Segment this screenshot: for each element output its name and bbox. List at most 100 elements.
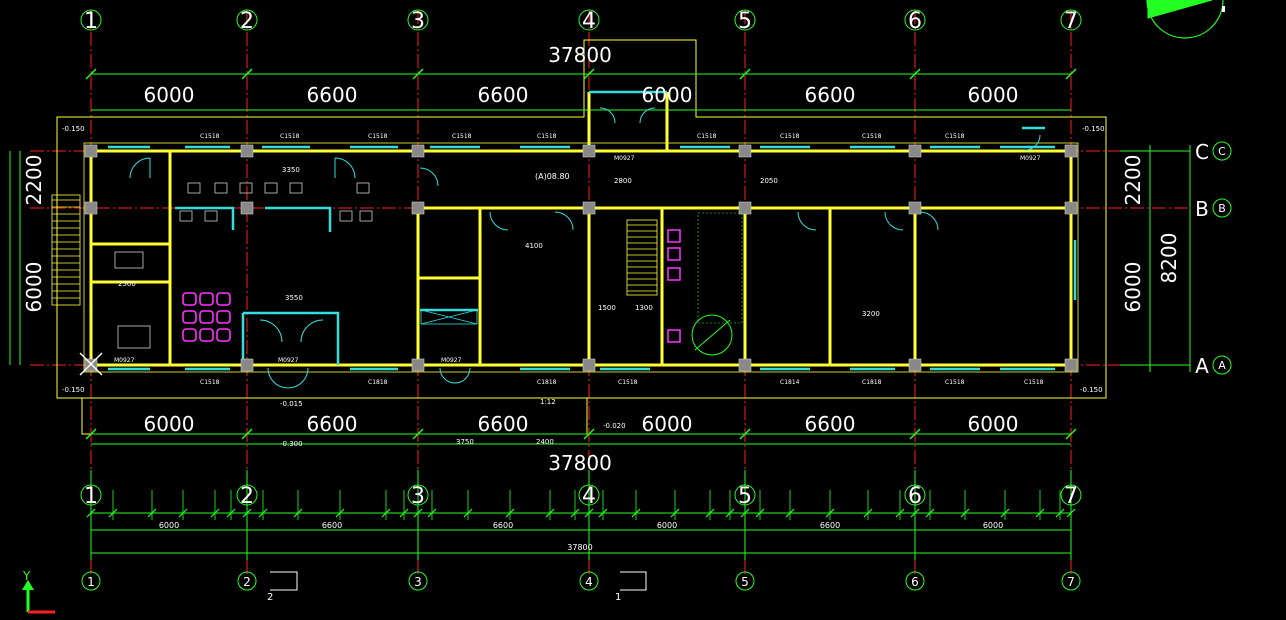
section-label-2: 2 bbox=[267, 592, 273, 603]
axis-bubble-row-label: C bbox=[1218, 145, 1226, 158]
column bbox=[908, 201, 922, 215]
dim-1500: 1500 bbox=[598, 304, 616, 312]
axis-bubble-row bbox=[1212, 355, 1232, 375]
door-code-5: M0927 bbox=[1020, 155, 1041, 162]
axis-mid-7: 7 bbox=[1064, 484, 1078, 509]
axis-bubble-mid bbox=[578, 484, 600, 506]
window-code-11: C1818 bbox=[368, 379, 388, 386]
window-code-9: C1518 bbox=[945, 133, 965, 140]
depth-dim-rooms: 6000 bbox=[1121, 262, 1145, 313]
bay-dim-bottom-6: 6000 bbox=[968, 412, 1019, 436]
column bbox=[1064, 144, 1078, 158]
section-markers bbox=[270, 571, 647, 591]
section-label-1: 1 bbox=[615, 592, 621, 603]
axis-bubble bbox=[905, 571, 925, 591]
left-depth-corridor: 2200 bbox=[22, 155, 46, 206]
window-code-5: C1518 bbox=[537, 133, 557, 140]
bay-dim-bottom-1: 6000 bbox=[144, 412, 195, 436]
elev-6: -0.300 bbox=[280, 440, 303, 448]
bay-dim-bottom-4: 6000 bbox=[642, 412, 693, 436]
column bbox=[240, 358, 254, 372]
dim-1300: 1300 bbox=[635, 304, 653, 312]
elev-3: -0.150 bbox=[62, 386, 85, 394]
axis-top-7: 7 bbox=[1064, 9, 1078, 34]
window-code-10: C1518 bbox=[200, 379, 220, 386]
door-code-4: M0927 bbox=[614, 155, 635, 162]
depth-dim-corridor: 2200 bbox=[1121, 155, 1145, 206]
slope-mark: 1:12 bbox=[540, 398, 556, 406]
column bbox=[411, 358, 425, 372]
column bbox=[1064, 358, 1078, 372]
axis-bubble-top bbox=[80, 9, 102, 31]
seat bbox=[216, 292, 231, 306]
axis-bubble-row bbox=[1212, 198, 1232, 218]
window-code-8: C1518 bbox=[862, 133, 882, 140]
axis-bubble-mid bbox=[407, 484, 429, 506]
column bbox=[582, 201, 596, 215]
axis-top-5: 5 bbox=[738, 9, 752, 34]
dim-3750: 3750 bbox=[456, 438, 474, 446]
axis-bubble bbox=[579, 571, 599, 591]
axis-top-2: 2 bbox=[240, 9, 254, 34]
axis-mid-5: 5 bbox=[738, 484, 752, 509]
column bbox=[738, 358, 752, 372]
column bbox=[411, 144, 425, 158]
bay-dim-top-4: 6000 bbox=[642, 83, 693, 107]
bay-dim-top-3: 6600 bbox=[478, 83, 529, 107]
column bbox=[84, 201, 98, 215]
axis-mid-4: 4 bbox=[582, 484, 596, 509]
window-code-1: C1518 bbox=[200, 133, 220, 140]
site-outline bbox=[56, 39, 1107, 435]
overall-dim-top: 37800 bbox=[548, 43, 612, 67]
axis-bubble-mid bbox=[80, 484, 102, 506]
axis-bubble bbox=[81, 571, 101, 591]
dim-2050: 2050 bbox=[760, 177, 778, 185]
elev-4: -0.150 bbox=[1080, 386, 1103, 394]
ucs-y-label: Y bbox=[22, 569, 31, 583]
axis-bubble-top bbox=[1060, 9, 1082, 31]
window-code-15: C1818 bbox=[862, 379, 882, 386]
door-code-3: M0927 bbox=[441, 357, 462, 364]
dim-3200: 3200 bbox=[862, 310, 880, 318]
window-code-6: C1518 bbox=[697, 133, 717, 140]
column bbox=[1064, 201, 1078, 215]
small-dim-3: 6600 bbox=[493, 521, 513, 530]
bay-dim-bottom-5: 6600 bbox=[805, 412, 856, 436]
axis-top-1: 1 bbox=[84, 9, 98, 34]
axis-bubble-mid bbox=[236, 484, 258, 506]
window-code-14: C1814 bbox=[780, 379, 800, 386]
axis-bubble-top bbox=[734, 9, 756, 31]
axis-bubble bbox=[237, 571, 257, 591]
structural-columns bbox=[84, 144, 1078, 372]
small-dim-1: 6000 bbox=[159, 521, 179, 530]
window-code-7: C1518 bbox=[780, 133, 800, 140]
axis-top-3: 3 bbox=[411, 9, 425, 34]
text-layer: 37800 37800 6000 6600 6600 6000 6600 600… bbox=[22, 9, 1209, 603]
stairs bbox=[51, 194, 658, 306]
bay-dim-bottom-3: 6600 bbox=[478, 412, 529, 436]
entrance-marker bbox=[79, 352, 103, 376]
seat bbox=[199, 328, 214, 342]
elev-5: -0.015 bbox=[280, 400, 303, 408]
level-mark: (A)08.80 bbox=[535, 172, 570, 181]
seat bbox=[182, 328, 197, 342]
windows bbox=[108, 90, 1077, 371]
axis-bubble bbox=[735, 571, 755, 591]
column bbox=[738, 144, 752, 158]
door-swings bbox=[129, 107, 1041, 389]
window-code-13: C1518 bbox=[618, 379, 638, 386]
axis-bubble-mid bbox=[904, 484, 926, 506]
bay-dim-top-5: 6600 bbox=[805, 83, 856, 107]
dim-3350: 3350 bbox=[282, 166, 300, 174]
column bbox=[738, 201, 752, 215]
seat bbox=[216, 328, 231, 342]
seat bbox=[216, 310, 231, 324]
axis-row-c: C bbox=[1195, 140, 1209, 164]
axis-row-a: A bbox=[1195, 354, 1209, 378]
axis-row-b: B bbox=[1195, 197, 1209, 221]
column bbox=[582, 358, 596, 372]
axis-bubble-label: 3 bbox=[414, 575, 422, 589]
axis-mid-2: 2 bbox=[240, 484, 254, 509]
